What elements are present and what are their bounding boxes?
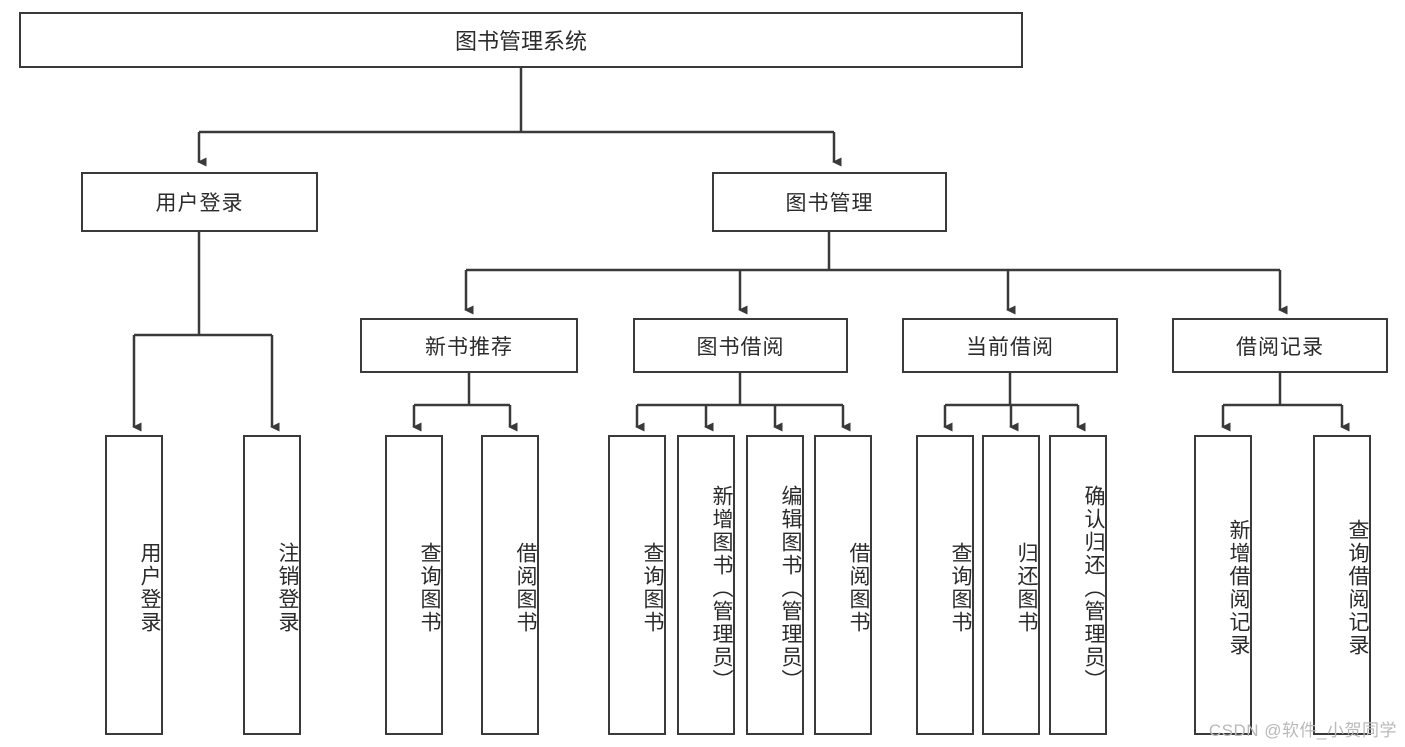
node-label: 用户登录 xyxy=(138,542,161,634)
node-label: 当前借阅 xyxy=(966,335,1054,359)
node-label: 图书管理 xyxy=(785,192,874,215)
node-label: 查询图书 xyxy=(949,542,972,634)
node-label: 新增借阅记录 xyxy=(1227,519,1250,657)
node-label: 借阅图书 xyxy=(847,542,870,634)
node-label: 确认归还（管理员） xyxy=(1082,484,1105,692)
leaf-query-book-recommend[interactable]: 查询图书 xyxy=(385,435,443,735)
node-borrow-records[interactable]: 借阅记录 xyxy=(1172,318,1388,373)
node-book-borrow[interactable]: 图书借阅 xyxy=(633,318,848,373)
leaf-add-book-admin[interactable]: 新增图书（管理员） xyxy=(677,435,735,735)
node-label: 新书推荐 xyxy=(425,335,513,359)
node-root-system[interactable]: 图书管理系统 xyxy=(19,12,1023,68)
leaf-add-borrow-record[interactable]: 新增借阅记录 xyxy=(1194,435,1252,735)
node-user-login[interactable]: 用户登录 xyxy=(81,172,318,232)
leaf-confirm-return-admin[interactable]: 确认归还（管理员） xyxy=(1049,435,1107,735)
leaf-query-book-current[interactable]: 查询图书 xyxy=(916,435,974,735)
leaf-return-book[interactable]: 归还图书 xyxy=(982,435,1040,735)
node-new-book-recommend[interactable]: 新书推荐 xyxy=(360,318,578,373)
node-label: 图书借阅 xyxy=(696,335,785,359)
node-book-management[interactable]: 图书管理 xyxy=(712,172,947,232)
node-label: 图书管理系统 xyxy=(454,29,587,54)
node-label: 查询借阅记录 xyxy=(1346,519,1369,657)
node-label: 查询图书 xyxy=(641,542,664,634)
node-label: 借阅记录 xyxy=(1236,335,1324,359)
leaf-query-borrow-record[interactable]: 查询借阅记录 xyxy=(1313,435,1371,735)
node-label: 新增图书（管理员） xyxy=(710,484,733,692)
leaf-borrow-book-recommend[interactable]: 借阅图书 xyxy=(481,435,539,735)
leaf-logout[interactable]: 注销登录 xyxy=(243,435,301,735)
leaf-edit-book-admin[interactable]: 编辑图书（管理员） xyxy=(746,435,804,735)
node-label: 查询图书 xyxy=(418,542,441,634)
leaf-query-book-borrow[interactable]: 查询图书 xyxy=(608,435,666,735)
node-label: 用户登录 xyxy=(155,192,244,215)
node-current-borrow[interactable]: 当前借阅 xyxy=(902,318,1118,373)
leaf-borrow-book[interactable]: 借阅图书 xyxy=(814,435,872,735)
node-label: 归还图书 xyxy=(1015,542,1038,634)
node-label: 借阅图书 xyxy=(514,542,537,634)
node-label: 注销登录 xyxy=(276,542,299,634)
node-label: 编辑图书（管理员） xyxy=(779,484,802,692)
leaf-user-login[interactable]: 用户登录 xyxy=(105,435,163,735)
watermark-text: CSDN @软件_小贺同学 xyxy=(1208,721,1397,740)
